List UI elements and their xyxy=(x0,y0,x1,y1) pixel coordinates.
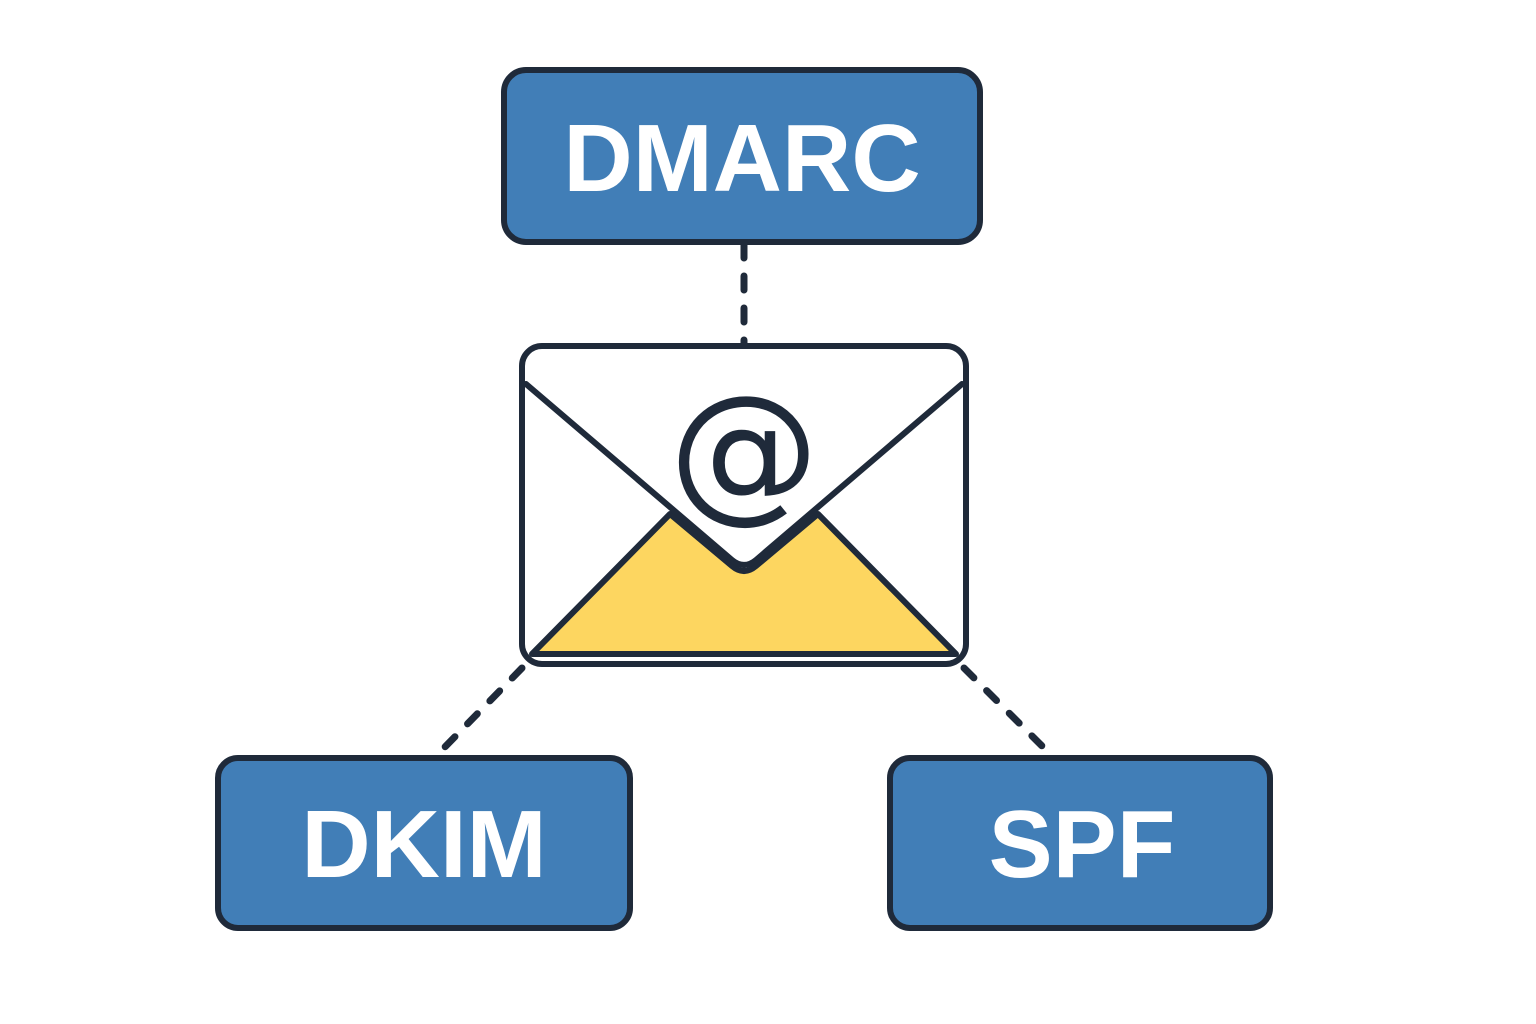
dkim-box xyxy=(215,755,633,931)
spf-box xyxy=(887,755,1273,931)
envelope-bottom-flap xyxy=(529,511,959,657)
connector-envelope-spf xyxy=(960,664,1050,754)
dmarc-label: DMARC xyxy=(563,105,920,212)
spf-label: SPF xyxy=(989,791,1176,898)
spf-node: SPF xyxy=(887,755,1273,931)
dkim-label: DKIM xyxy=(301,791,546,898)
dkim-node: DKIM xyxy=(215,755,633,931)
dmarc-box xyxy=(501,67,983,245)
envelope-top-flap xyxy=(523,381,965,568)
dmarc-node: DMARC xyxy=(501,67,983,245)
at-sign-icon: @ xyxy=(669,364,819,538)
envelope-icon: @ xyxy=(519,343,969,667)
connector-envelope-dkim xyxy=(438,664,526,754)
